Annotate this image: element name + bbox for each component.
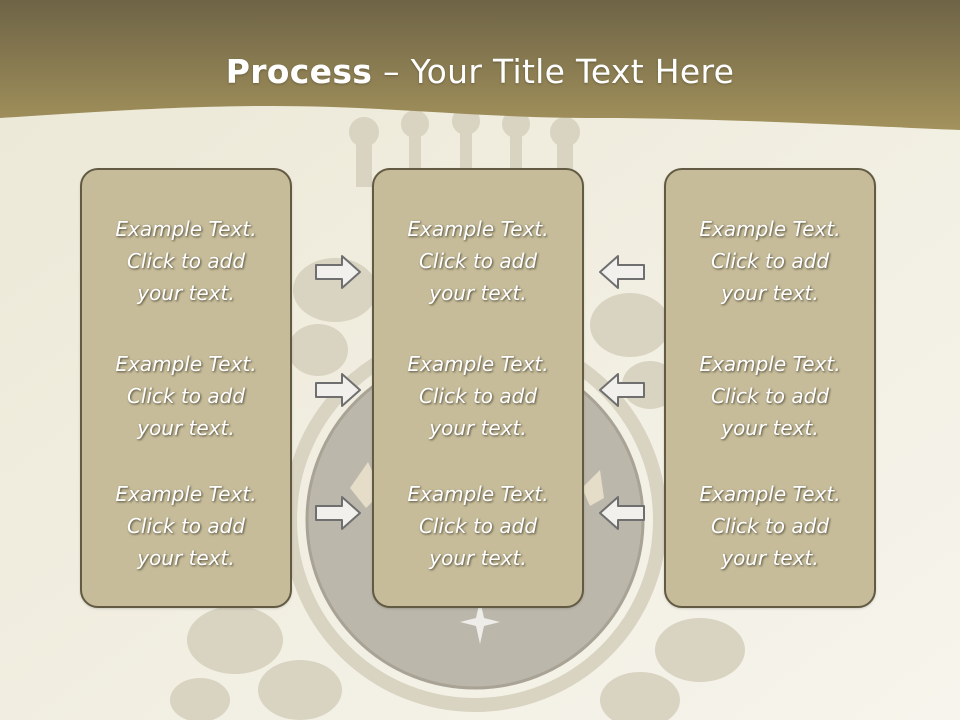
header-band	[0, 0, 960, 130]
text-block[interactable]: Example Text. Click to add your text.	[374, 213, 582, 309]
arrow-right-icon	[315, 255, 361, 289]
text-line: Example Text.	[699, 482, 841, 506]
text-block[interactable]: Example Text. Click to add your text.	[82, 213, 290, 309]
text-line: Click to add	[126, 514, 246, 538]
text-line: your text.	[721, 416, 819, 440]
text-block[interactable]: Example Text. Click to add your text.	[82, 348, 290, 444]
text-block[interactable]: Example Text. Click to add your text.	[666, 213, 874, 309]
text-block[interactable]: Example Text. Click to add your text.	[374, 478, 582, 574]
text-block[interactable]: Example Text. Click to add your text.	[374, 348, 582, 444]
slide-title[interactable]: Process – Your Title Text Here	[0, 52, 960, 91]
text-line: Click to add	[710, 514, 830, 538]
text-line: Example Text.	[407, 217, 549, 241]
text-line: your text.	[137, 546, 235, 570]
text-line: Click to add	[418, 384, 538, 408]
text-line: Example Text.	[407, 482, 549, 506]
text-line: Example Text.	[407, 352, 549, 376]
text-line: Example Text.	[115, 217, 257, 241]
text-line: your text.	[721, 546, 819, 570]
arrow-left-icon	[599, 373, 645, 407]
text-line: Example Text.	[699, 217, 841, 241]
text-line: Example Text.	[699, 352, 841, 376]
arrow-left-icon	[599, 255, 645, 289]
text-block[interactable]: Example Text. Click to add your text.	[666, 348, 874, 444]
text-line: Example Text.	[115, 482, 257, 506]
text-line: Click to add	[126, 384, 246, 408]
arrow-right-icon	[315, 496, 361, 530]
process-panel-right[interactable]: Example Text. Click to add your text. Ex…	[664, 168, 876, 608]
process-panel-middle[interactable]: Example Text. Click to add your text. Ex…	[372, 168, 584, 608]
text-line: Example Text.	[115, 352, 257, 376]
text-line: your text.	[429, 281, 527, 305]
arrow-left-icon	[599, 496, 645, 530]
process-panel-left[interactable]: Example Text. Click to add your text. Ex…	[80, 168, 292, 608]
text-line: your text.	[137, 281, 235, 305]
text-block[interactable]: Example Text. Click to add your text.	[666, 478, 874, 574]
arrow-right-icon	[315, 373, 361, 407]
text-line: Click to add	[710, 249, 830, 273]
text-line: your text.	[429, 546, 527, 570]
title-bold: Process	[225, 52, 373, 91]
text-line: your text.	[721, 281, 819, 305]
text-line: Click to add	[710, 384, 830, 408]
text-line: your text.	[429, 416, 527, 440]
text-line: Click to add	[418, 514, 538, 538]
text-line: your text.	[137, 416, 235, 440]
text-line: Click to add	[126, 249, 246, 273]
text-block[interactable]: Example Text. Click to add your text.	[82, 478, 290, 574]
title-rest: – Your Title Text Here	[372, 52, 735, 91]
text-line: Click to add	[418, 249, 538, 273]
